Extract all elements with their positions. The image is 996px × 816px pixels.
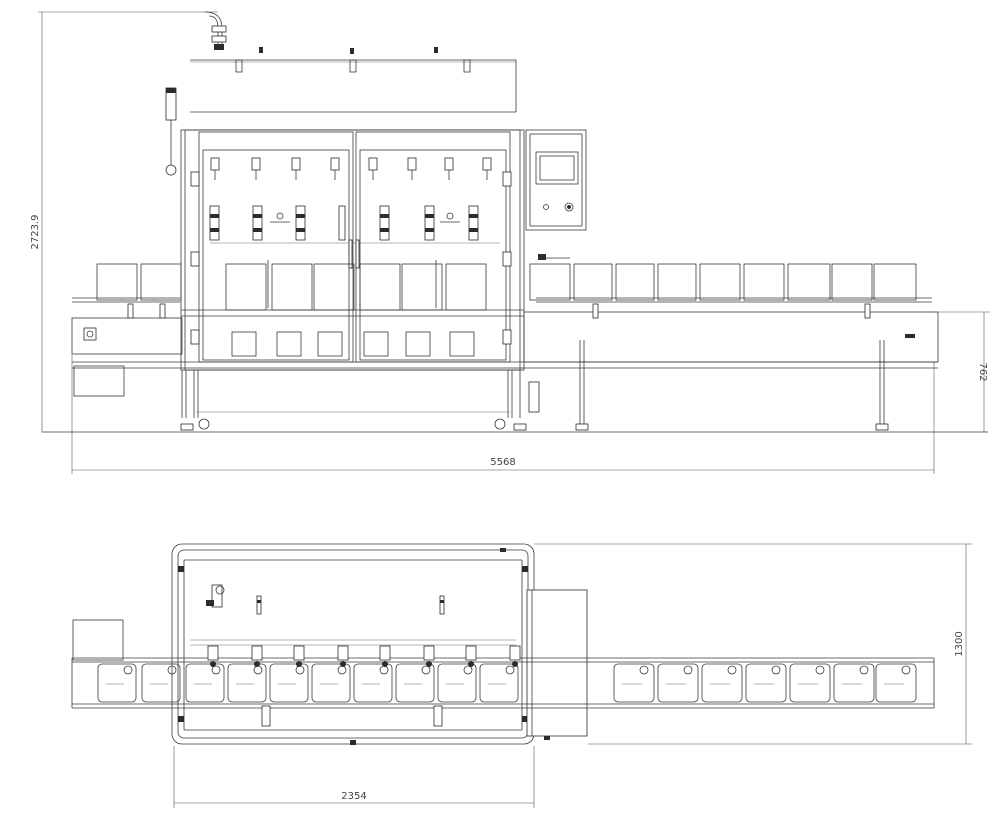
width-dimension-label: 1300 (954, 631, 965, 656)
containers-front (96, 263, 917, 311)
frame-length-dimension-label: 2354 (341, 791, 366, 802)
supply-pipe (204, 11, 227, 50)
bottle-guides (231, 331, 475, 357)
total-length-dimension-label: 5568 (490, 457, 515, 468)
frame-length-dimension: 2354 (173, 746, 535, 808)
filling-nozzles (210, 157, 492, 180)
conveyor-plan (71, 657, 935, 709)
filling-cabinet-frame (180, 129, 525, 371)
containers-plan (97, 663, 917, 703)
control-cabinet-plan (526, 589, 588, 740)
total-length-dimension: 5568 (71, 355, 935, 474)
side-cabinet-plan (72, 619, 124, 661)
control-panel (525, 129, 587, 260)
width-dimension: 1300 (534, 543, 972, 745)
filling-heads-plan (207, 645, 521, 727)
top-manifold (190, 47, 517, 113)
table-height-dimension: 762 (932, 311, 990, 432)
conveyor-front (71, 297, 939, 397)
table-height-dimension-label: 762 (977, 362, 988, 381)
front-elevation-view: 2723.9 (30, 11, 990, 474)
pipes-plan (206, 584, 445, 615)
height-dimension-label: 2723.9 (30, 215, 41, 250)
height-dimension: 2723.9 (30, 11, 218, 432)
valve-assemblies (209, 205, 479, 308)
plan-view: 1300 2354 (71, 543, 972, 808)
machine-legs (180, 340, 889, 431)
signal-tower (165, 87, 177, 176)
frame-plan-outline (171, 543, 535, 745)
